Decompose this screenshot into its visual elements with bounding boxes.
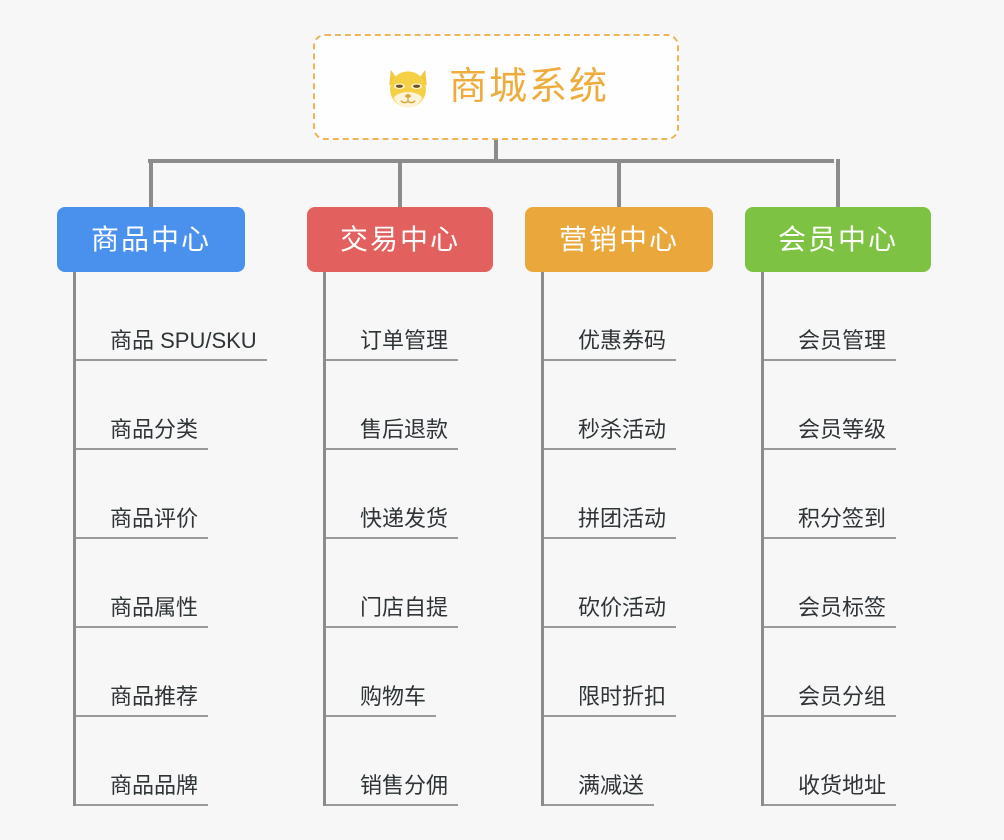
leaf-item[interactable]: 满减送 [544, 717, 655, 806]
leaf-item-label: 优惠券码 [578, 327, 667, 353]
leaf-item-label: 快递发货 [360, 505, 449, 531]
leaf-item[interactable]: 快递发货 [326, 450, 459, 539]
leaf-item[interactable]: 商品 SPU/SKU [76, 272, 267, 361]
leaf-item-label: 售后退款 [360, 416, 449, 442]
connector-root-stem [494, 140, 498, 163]
leaf-item-underline: 门店自提 [326, 594, 459, 628]
connector-drop-1 [149, 159, 153, 209]
leaf-item[interactable]: 砍价活动 [544, 539, 677, 628]
leaf-item-underline: 满减送 [544, 772, 655, 806]
leaf-item[interactable]: 购物车 [326, 628, 437, 717]
leaf-item-underline: 商品品牌 [76, 772, 209, 806]
leaf-item-label: 商品推荐 [110, 683, 199, 709]
leaf-item-label: 订单管理 [360, 327, 449, 353]
leaf-item-underline: 商品 SPU/SKU [76, 327, 267, 361]
leaf-item[interactable]: 优惠券码 [544, 272, 677, 361]
connector-horizontal-bus [148, 159, 834, 163]
leaf-item-underline: 优惠券码 [544, 327, 677, 361]
category-label: 交易中心 [339, 223, 460, 255]
category-box-3[interactable]: 营销中心 [525, 207, 713, 272]
leaf-item[interactable]: 拼团活动 [544, 450, 677, 539]
leaf-item-label: 商品分类 [110, 416, 199, 442]
category-box-2[interactable]: 交易中心 [307, 207, 493, 272]
category-box-1[interactable]: 商品中心 [57, 207, 245, 272]
leaf-item[interactable]: 商品品牌 [76, 717, 209, 806]
leaf-item-label: 门店自提 [360, 594, 449, 620]
leaf-item[interactable]: 秒杀活动 [544, 361, 677, 450]
leaf-item-label: 商品品牌 [110, 772, 199, 798]
leaf-item[interactable]: 商品分类 [76, 361, 209, 450]
leaf-item-label: 拼团活动 [578, 505, 667, 531]
leaf-item[interactable]: 积分签到 [764, 450, 897, 539]
leaf-item[interactable]: 销售分佣 [326, 717, 459, 806]
leaf-item-label: 满减送 [578, 772, 645, 798]
leaf-item-underline: 会员等级 [764, 416, 897, 450]
root-title: 商城系统 [448, 66, 609, 108]
leaf-item-underline: 商品分类 [76, 416, 209, 450]
leaf-item[interactable]: 商品评价 [76, 450, 209, 539]
column-spine [73, 272, 76, 806]
leaf-item[interactable]: 商品属性 [76, 539, 209, 628]
leaf-item[interactable]: 商品推荐 [76, 628, 209, 717]
leaf-item-underline: 会员标签 [764, 594, 897, 628]
leaf-item-underline: 销售分佣 [326, 772, 459, 806]
leaf-item[interactable]: 会员标签 [764, 539, 897, 628]
leaf-item[interactable]: 门店自提 [326, 539, 459, 628]
leaf-item-label: 会员管理 [798, 327, 887, 353]
leaf-item-underline: 拼团活动 [544, 505, 677, 539]
leaf-item-underline: 售后退款 [326, 416, 459, 450]
leaf-item[interactable]: 限时折扣 [544, 628, 677, 717]
leaf-item[interactable]: 收货地址 [764, 717, 897, 806]
leaf-item-underline: 订单管理 [326, 327, 459, 361]
category-label: 营销中心 [558, 223, 679, 255]
leaf-item[interactable]: 会员分组 [764, 628, 897, 717]
leaf-item-underline: 积分签到 [764, 505, 897, 539]
leaf-item-underline: 商品推荐 [76, 683, 209, 717]
leaf-item-underline: 购物车 [326, 683, 437, 717]
leaf-item-label: 积分签到 [798, 505, 887, 531]
leaf-item-underline: 快递发货 [326, 505, 459, 539]
leaf-item-label: 购物车 [360, 683, 427, 709]
column-spine [761, 272, 764, 806]
leaf-item-underline: 商品评价 [76, 505, 209, 539]
category-box-4[interactable]: 会员中心 [745, 207, 931, 272]
leaf-item[interactable]: 会员等级 [764, 361, 897, 450]
column-spine [323, 272, 326, 806]
leaf-item-underline: 会员管理 [764, 327, 897, 361]
leaf-item-underline: 会员分组 [764, 683, 897, 717]
column-spine [541, 272, 544, 806]
leaf-item-underline: 秒杀活动 [544, 416, 677, 450]
leaf-item-underline: 限时折扣 [544, 683, 677, 717]
shiba-dog-icon [389, 69, 427, 108]
leaf-item-underline: 砍价活动 [544, 594, 677, 628]
leaf-item[interactable]: 订单管理 [326, 272, 459, 361]
leaf-item[interactable]: 售后退款 [326, 361, 459, 450]
leaf-item-label: 销售分佣 [360, 772, 449, 798]
leaf-item-label: 商品 SPU/SKU [110, 327, 257, 353]
leaf-item[interactable]: 会员管理 [764, 272, 897, 361]
leaf-item-underline: 收货地址 [764, 772, 897, 806]
leaf-item-underline: 商品属性 [76, 594, 209, 628]
leaf-item-label: 收货地址 [798, 772, 887, 798]
category-label: 商品中心 [90, 223, 211, 255]
leaf-item-label: 会员分组 [798, 683, 887, 709]
leaf-item-label: 秒杀活动 [578, 416, 667, 442]
leaf-item-label: 商品评价 [110, 505, 199, 531]
leaf-item-label: 会员标签 [798, 594, 887, 620]
category-label: 会员中心 [777, 223, 898, 255]
leaf-item-label: 砍价活动 [578, 594, 667, 620]
connector-drop-2 [398, 159, 402, 209]
leaf-item-label: 商品属性 [110, 594, 199, 620]
leaf-item-label: 会员等级 [798, 416, 887, 442]
connector-drop-3 [617, 159, 621, 209]
root-node[interactable]: 商城系统 [313, 34, 679, 140]
leaf-item-label: 限时折扣 [578, 683, 667, 709]
connector-drop-4 [836, 159, 840, 209]
